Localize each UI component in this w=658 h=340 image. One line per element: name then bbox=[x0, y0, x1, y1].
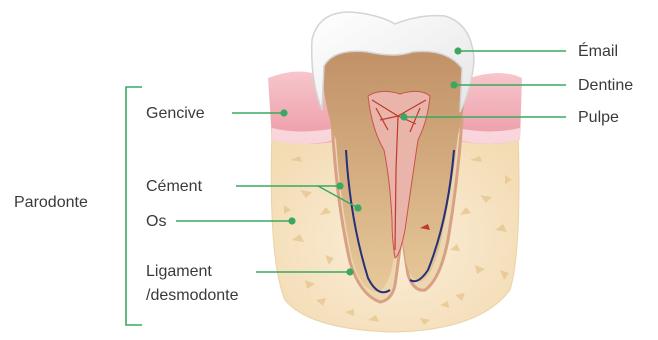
label-desmodonte: /desmodonte bbox=[146, 286, 239, 305]
label-cement: Cément bbox=[146, 177, 202, 196]
label-ligament: Ligament bbox=[146, 262, 212, 281]
label-dentine: Dentine bbox=[578, 76, 633, 95]
parodonte-bracket bbox=[126, 87, 142, 325]
label-email: Émail bbox=[578, 42, 618, 61]
label-parodonte: Parodonte bbox=[14, 193, 88, 212]
label-os: Os bbox=[146, 212, 166, 231]
label-gencive: Gencive bbox=[146, 104, 205, 123]
label-pulpe: Pulpe bbox=[578, 108, 619, 127]
